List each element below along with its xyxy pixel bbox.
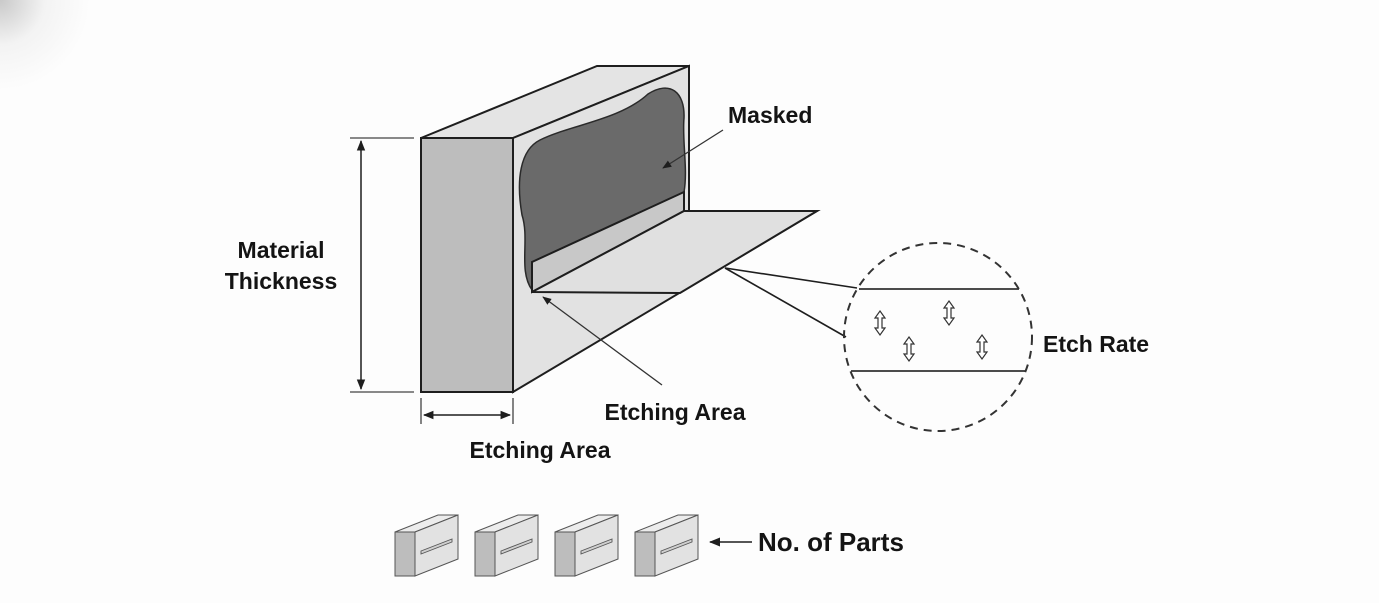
part-icon xyxy=(394,514,459,577)
etch-rate-double-arrow-icon xyxy=(873,309,887,337)
masked-region xyxy=(518,87,687,293)
etch-rate-magnifier xyxy=(843,242,1033,432)
etch-rate-arrows xyxy=(873,299,989,363)
etching-area-leader-arrow xyxy=(542,296,663,386)
etching-area-dimension-label: Etching Area xyxy=(469,437,610,463)
block-front-face xyxy=(420,137,514,393)
part-icon xyxy=(554,514,619,577)
material-block xyxy=(420,64,821,394)
masked-leader-arrow xyxy=(662,129,724,169)
etching-area-surface-label: Etching Area xyxy=(604,399,745,425)
part-icon xyxy=(634,514,699,577)
etch-rate-label: Etch Rate xyxy=(1043,331,1149,357)
masked-label: Masked xyxy=(728,102,812,128)
material-thickness-label-line1: Material xyxy=(238,237,325,263)
part-icon xyxy=(474,514,539,577)
zoom-callout-line-top xyxy=(724,267,858,289)
material-thickness-dimension xyxy=(350,137,414,393)
zoom-callout-line-bottom xyxy=(724,267,847,338)
etch-rate-double-arrow-icon xyxy=(902,335,916,363)
etching-shelf xyxy=(531,210,821,295)
no-of-parts-label: No. of Parts xyxy=(758,527,904,557)
etch-rate-double-arrow-icon xyxy=(975,333,989,361)
etch-rate-double-arrow-icon xyxy=(942,299,956,327)
material-thickness-label-line2: Thickness xyxy=(225,268,338,294)
parts-row xyxy=(394,514,699,577)
etching-area-dimension xyxy=(420,398,514,424)
